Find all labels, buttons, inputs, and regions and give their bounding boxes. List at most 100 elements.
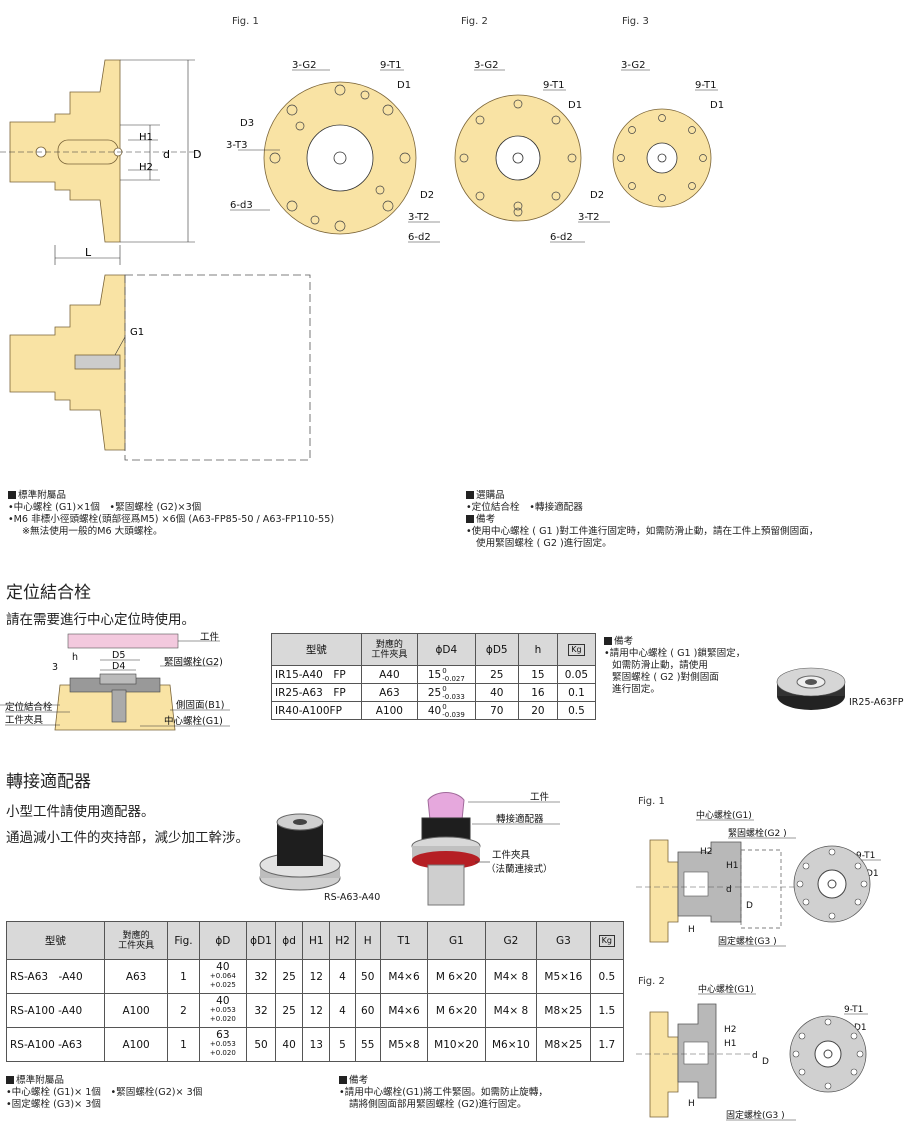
dim-D: D (193, 148, 201, 161)
ad-r1-H2: 4 (329, 993, 356, 1028)
options-remarks2: 使用緊固螺栓 ( G2 )進行固定。 (476, 538, 612, 549)
ad-r0-kg: 0.5 (589, 959, 625, 994)
pin-col-model: 型號 (271, 633, 362, 666)
ad-r0-tolup: +0.064 (209, 972, 236, 980)
ad-r1-G2: M4× 8 (484, 993, 538, 1028)
ad-r0-d: 25 (274, 959, 304, 994)
callout-fixture1: 工件夾具 (492, 849, 531, 861)
table-row: IR15-A40 FP A40 150-0.027 25 15 0.05 (271, 665, 597, 684)
ad-r2-model: RS-A100 -A63 (6, 1027, 105, 1062)
fig2-3g2: 3-G2 (474, 60, 498, 71)
adapter-std2: •固定螺栓 (G3)× 3個 (6, 1099, 101, 1110)
pin-r0-tollo: -0.027 (442, 674, 465, 683)
ad-r0-fixture: A63 (103, 959, 169, 994)
fig3-3g2: 3-G2 (621, 60, 645, 71)
pin-r2-h: 20 (517, 701, 558, 720)
ad-f1-H: H (688, 925, 695, 935)
ad-r1-G1: M 6×20 (427, 993, 486, 1028)
pin-diag-side: 側固面(B1) (176, 699, 224, 711)
ad-r0-D: 40 (216, 961, 230, 973)
ad-r1-tollo: +0.020 (209, 1015, 236, 1023)
fig1-d3: D3 (240, 118, 254, 129)
ad-r2-H2: 5 (329, 1027, 356, 1062)
callout-fixture2: （法蘭連接式） (486, 863, 553, 875)
ad-f2-t1: 9-T1 (844, 1005, 863, 1015)
fig2-6d2: 6-d2 (550, 232, 573, 243)
pin-remark-0: •請用中心螺栓 ( G1 )鎖緊固定， (604, 648, 746, 659)
ad-f2-h2: H2 (724, 1025, 737, 1035)
pin-r2-tolup: 0 (442, 702, 447, 711)
ad-r1-H: 60 (354, 993, 381, 1028)
pin-r2-kg: 0.5 (556, 701, 597, 720)
callout-work: 工件 (530, 791, 550, 803)
fig1-9t1: 9-T1 (380, 60, 402, 71)
options-remarks-title: 備考 (476, 514, 496, 525)
ad-r1-tolup: +0.053 (209, 1006, 236, 1014)
pin-diag-g1: 中心螺栓(G1) (164, 715, 223, 727)
fig2-holes (459, 99, 577, 217)
ad-r2-kg: 1.7 (589, 1027, 625, 1062)
table-row: IR40-A100FP A100 400-0.039 70 20 0.5 (271, 701, 597, 720)
adapter-remark2: 請將側固面部用緊固螺栓 (G2)進行固定。 (349, 1099, 527, 1110)
adapter-std-note: 標準附屬品 •中心螺栓 (G1)× 1個 •緊固螺栓(G2)× 3個 •固定螺栓… (6, 1075, 202, 1111)
pin-remark-2: 緊固螺栓 ( G2 )對側固面 (612, 672, 719, 683)
adapter-spec-table: 型號 對應的 工件夾具 Fig. ϕD ϕD1 ϕd H1 H2 H T1 G1… (6, 921, 625, 1062)
ad-fig1-label: Fig. 1 (638, 796, 665, 807)
ad-r2-G2: M6×10 (484, 1027, 538, 1062)
pin-col-h: h (517, 633, 558, 666)
ad-col-kg: Kg (589, 921, 625, 960)
ad-r1-kg: 1.5 (589, 993, 625, 1028)
pin-r2-fixture: A100 (360, 701, 419, 720)
fig1-6d3: 6-d3 (230, 200, 253, 211)
ad-col-G3: G3 (536, 921, 591, 960)
ad-r1-model: RS-A100 -A40 (6, 993, 105, 1028)
pin-r0-d4: 15 (427, 668, 442, 681)
adapter-std-title: 標準附屬品 (16, 1075, 64, 1086)
fig1-d2: D2 (420, 190, 434, 201)
std-acc-title: 標準附屬品 (18, 490, 66, 501)
options-note: 選購品 •定位結合栓 •轉接適配器 備考 •使用中心螺栓 ( G1 )對工件進行… (466, 490, 818, 550)
dim-L: L (85, 246, 92, 259)
ad-r1-d: 25 (274, 993, 304, 1028)
table-row: RS-A100 -A63 A100 1 63+0.053+0.020 50 40… (6, 1027, 625, 1062)
pin-diag-d4: D4 (112, 661, 125, 672)
pin-remark-3: 進行固定。 (612, 684, 660, 695)
ad-f1-g2: 緊固螺栓(G2 ) (728, 827, 787, 839)
pin-diag-pin: 定位結合栓 (5, 701, 53, 713)
pin-remark: 備考 •請用中心螺栓 ( G1 )鎖緊固定， 如需防滑止動，請使用 緊固螺栓 (… (604, 636, 745, 696)
pin-r1-tollo: -0.033 (442, 692, 465, 701)
pin-r1-d4: 25 (427, 686, 442, 699)
fig2-3t2: 3-T2 (578, 212, 600, 223)
ad-col-G2: G2 (484, 921, 538, 960)
ad-f2-h1: H1 (724, 1039, 737, 1049)
std-acc-line3: ※無法使用一般的M6 大頭螺栓。 (22, 526, 163, 537)
adapter-figures: Fig. 1 中心螺栓(G1) 緊固螺栓(G2 ) H2 H1 d D H 固定… (636, 796, 881, 1121)
ad-r2-H: 55 (354, 1027, 381, 1062)
ad-r1-D-cell: 40+0.053+0.020 (198, 993, 248, 1028)
kg-icon: Kg (568, 644, 585, 656)
ad-r2-H1: 13 (302, 1027, 331, 1062)
pin-section-title: 定位結合栓 (6, 583, 91, 603)
fig2-label: Fig. 2 (461, 16, 488, 27)
ad-r2-fixture: A100 (103, 1027, 169, 1062)
ad-r0-G2: M4× 8 (484, 959, 538, 994)
pin-r2-tollo: -0.039 (442, 710, 465, 719)
fig1-3t3: 3-T3 (226, 140, 248, 151)
options-line1: •定位結合栓 •轉接適配器 (466, 502, 583, 513)
pin-r1-model: IR25-A63 FP (271, 683, 362, 702)
adapter-assembly-photo: 工件 轉接適配器 工件夾具 （法蘭連接式） (411, 791, 560, 906)
pin-r2-model: IR40-A100FP (271, 701, 362, 720)
pin-r2-d4-cell: 400-0.039 (417, 701, 476, 720)
pin-col-d5: ϕD5 (474, 633, 519, 666)
fig1-3t2: 3-T2 (408, 212, 430, 223)
ad-col-D: ϕD (198, 921, 248, 960)
ad-r2-D1: 50 (246, 1027, 276, 1062)
fig1-6d2: 6-d2 (408, 232, 431, 243)
ad-col-model: 型號 (6, 921, 105, 960)
ad-r0-D1: 32 (246, 959, 276, 994)
ad-f1-D: D (746, 901, 753, 911)
ad-f1-g3: 固定螺栓(G3 ) (718, 935, 777, 947)
ad-r2-d: 40 (274, 1027, 304, 1062)
ad-r0-model: RS-A63 -A40 (6, 959, 105, 994)
pin-diag-fixture: 工件夾具 (5, 714, 44, 726)
